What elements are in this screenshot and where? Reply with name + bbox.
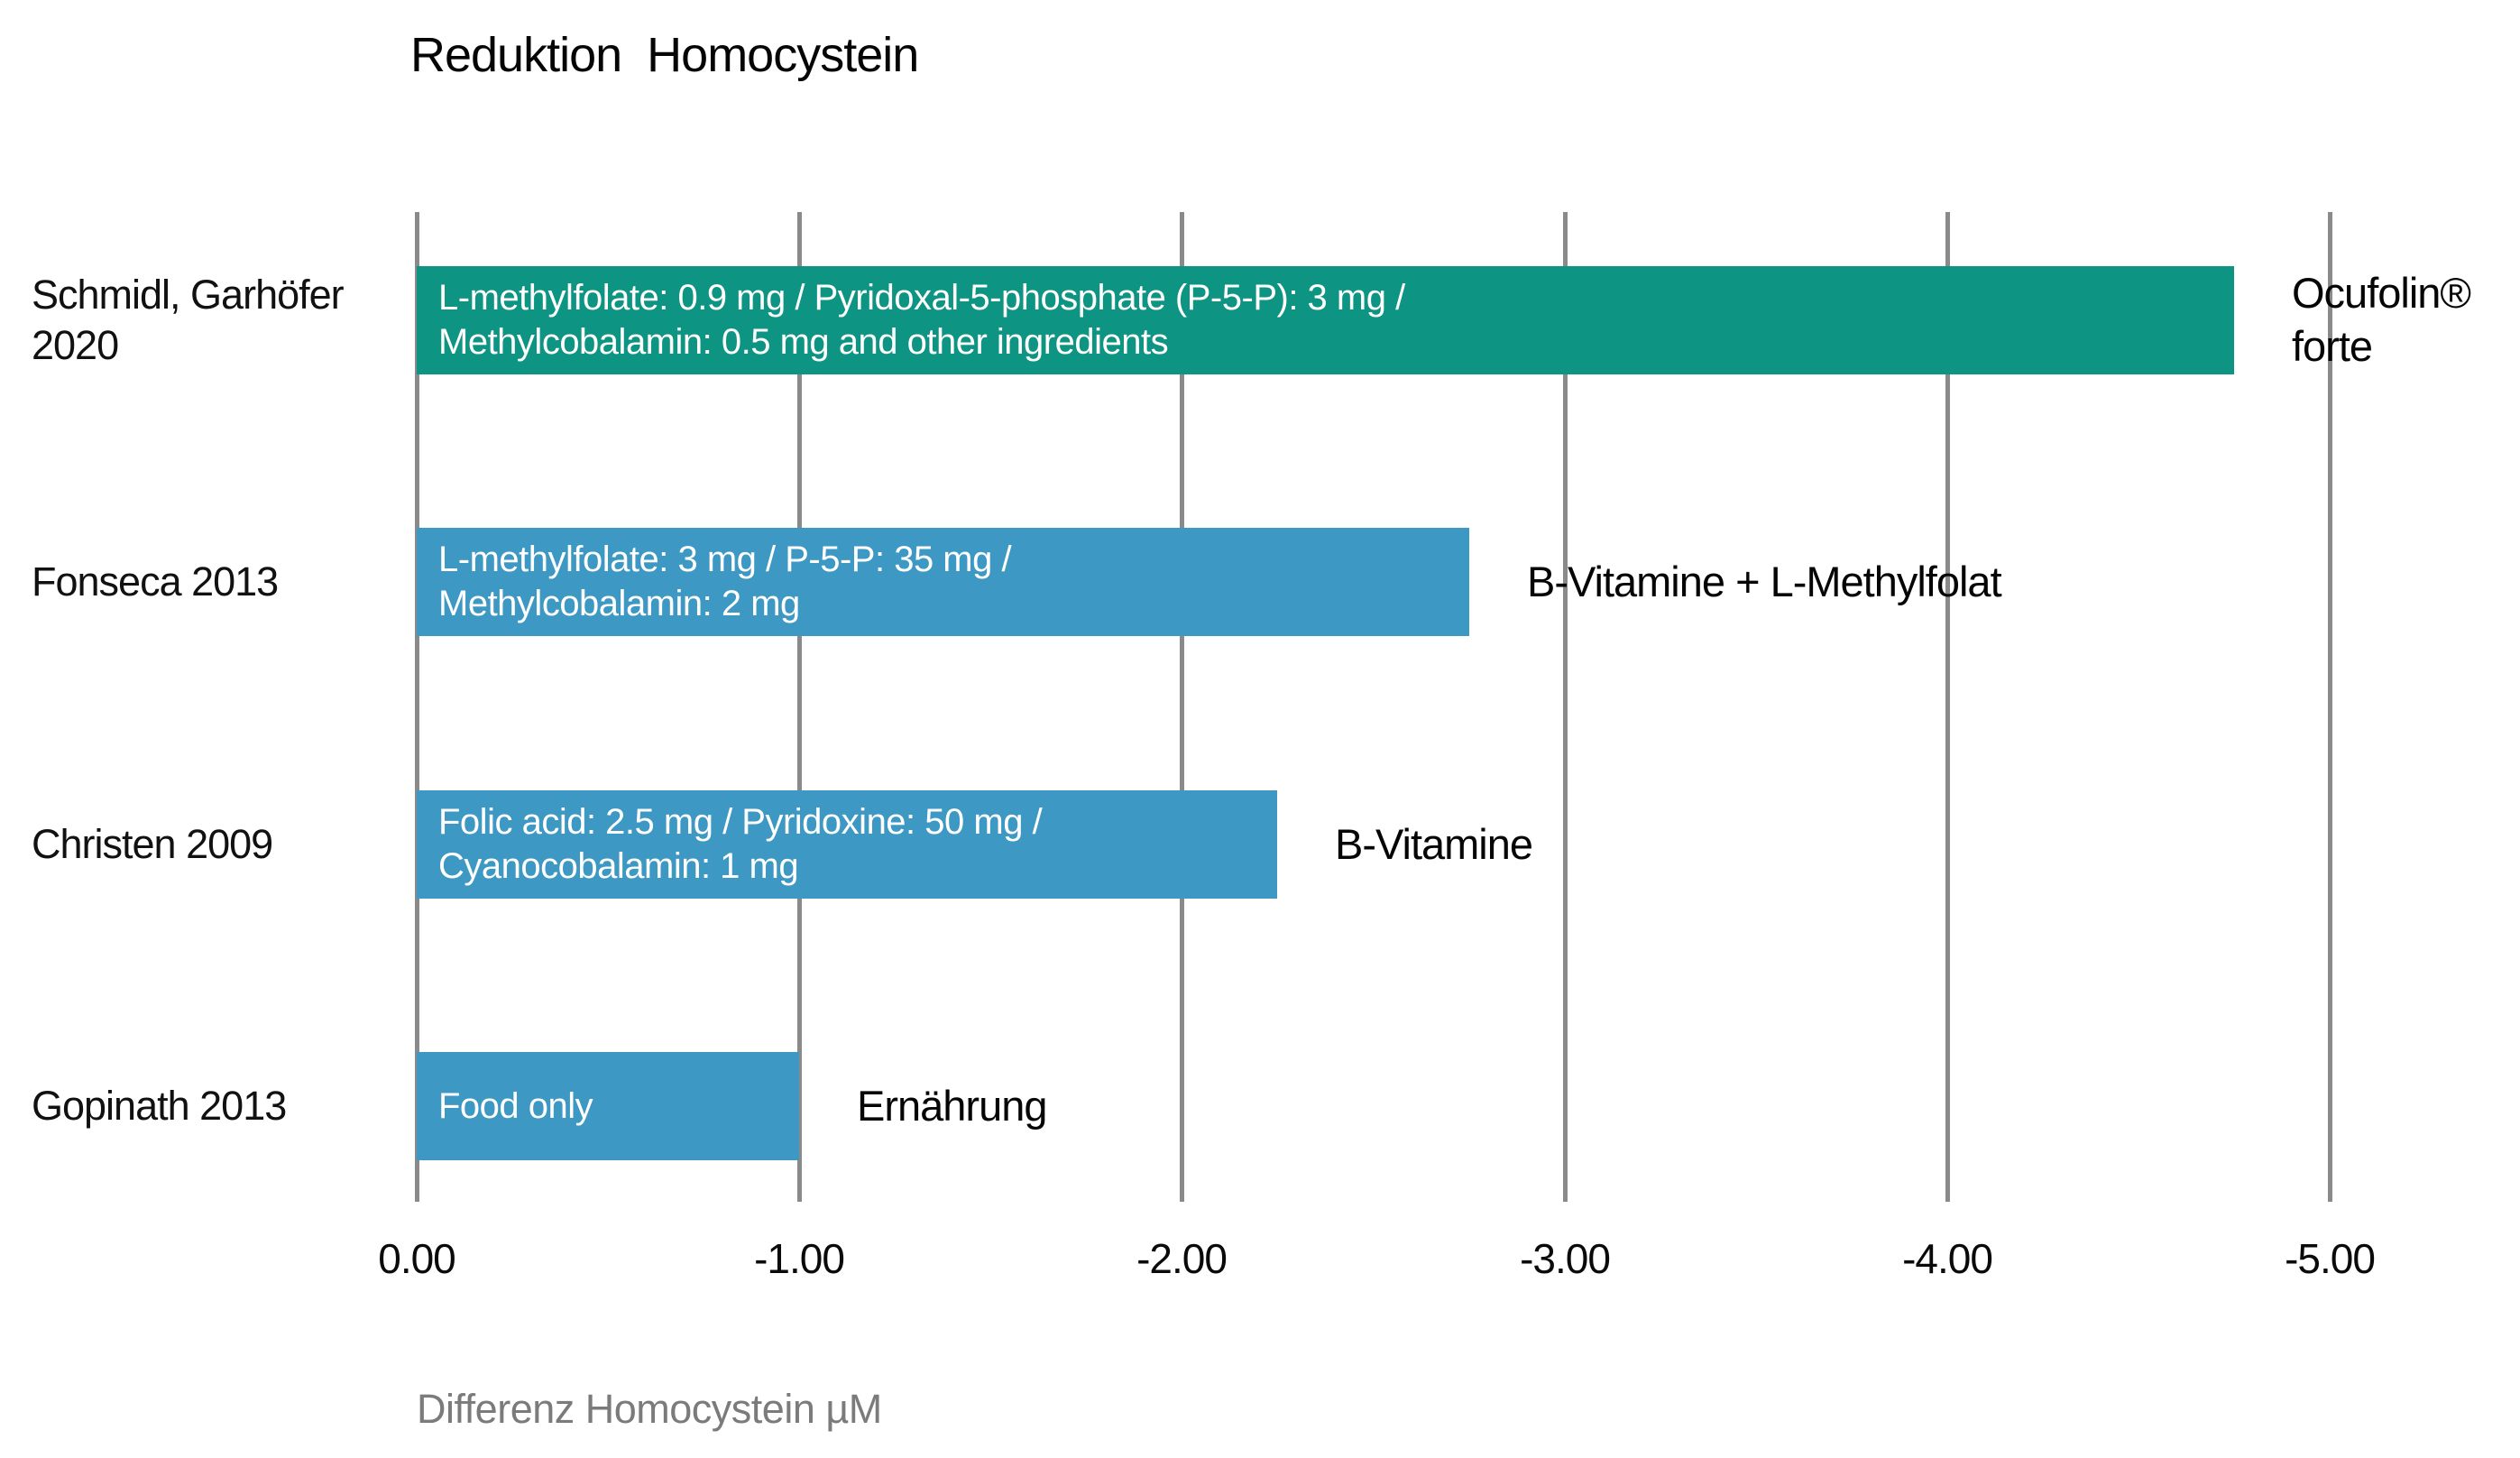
bar-ingredients-label: Food only bbox=[438, 1085, 593, 1126]
category-label: Schmidl, Garhöfer 2020 bbox=[32, 271, 345, 368]
x-tick-label-4: -4.00 bbox=[1902, 1235, 1993, 1282]
x-tick-label-0: 0.00 bbox=[378, 1235, 456, 1282]
bar-row-gopinath-2013: Gopinath 2013 Food only Ernährung bbox=[0, 1052, 2520, 1160]
x-tick-label-1: -1.00 bbox=[754, 1235, 845, 1282]
chart-title: Reduktion Homocystein bbox=[410, 28, 919, 82]
bar-row-fonseca-2013: Fonseca 2013 L-methylfolate: 3 mg / P-5-… bbox=[0, 528, 2520, 636]
bar-b-vitamins: Folic acid: 2.5 mg / Pyridoxine: 50 mg /… bbox=[417, 790, 1277, 899]
bar-b-vitamins-l-methylfolate: L-methylfolate: 3 mg / P-5-P: 35 mg / Me… bbox=[417, 528, 1469, 636]
bar-ocufolin-forte: L-methylfolate: 0.9 mg / Pyridoxal-5-pho… bbox=[417, 266, 2234, 374]
gridline-5 bbox=[2328, 212, 2332, 1202]
category-label: Fonseca 2013 bbox=[32, 558, 279, 604]
bar-ingredients-label: Folic acid: 2.5 mg / Pyridoxine: 50 mg /… bbox=[438, 802, 1043, 886]
gridline-3 bbox=[1563, 212, 1568, 1202]
x-tick-label-5: -5.00 bbox=[2285, 1235, 2376, 1282]
category-label: Gopinath 2013 bbox=[32, 1082, 287, 1129]
gridline-2 bbox=[1180, 212, 1184, 1202]
gridline-1 bbox=[797, 212, 802, 1202]
x-axis-title: Differenz Homocystein µM bbox=[417, 1386, 882, 1432]
bar-annotation: Ocufolin® forte bbox=[2292, 269, 2471, 370]
x-tick-label-3: -3.00 bbox=[1520, 1235, 1611, 1282]
bar-row-christen-2009: Christen 2009 Folic acid: 2.5 mg / Pyrid… bbox=[0, 790, 2520, 899]
bar-annotation: Ernährung bbox=[857, 1081, 1047, 1130]
category-label: Christen 2009 bbox=[32, 820, 273, 867]
bar-annotation: B-Vitamine bbox=[1335, 819, 1533, 868]
gridline-4 bbox=[1945, 212, 1950, 1202]
bar-ingredients-label: L-methylfolate: 3 mg / P-5-P: 35 mg / Me… bbox=[438, 540, 1012, 623]
x-tick-label-2: -2.00 bbox=[1136, 1235, 1228, 1282]
bar-food-only: Food only bbox=[417, 1052, 799, 1160]
bar-ingredients-label: L-methylfolate: 0.9 mg / Pyridoxal-5-pho… bbox=[438, 278, 1405, 362]
gridline-0 bbox=[415, 212, 419, 1202]
bar-row-schmidl-garhoefer-2020: Schmidl, Garhöfer 2020 L-methylfolate: 0… bbox=[0, 266, 2520, 374]
bar-annotation: B-Vitamine + L-Methylfolat bbox=[1527, 557, 2002, 605]
